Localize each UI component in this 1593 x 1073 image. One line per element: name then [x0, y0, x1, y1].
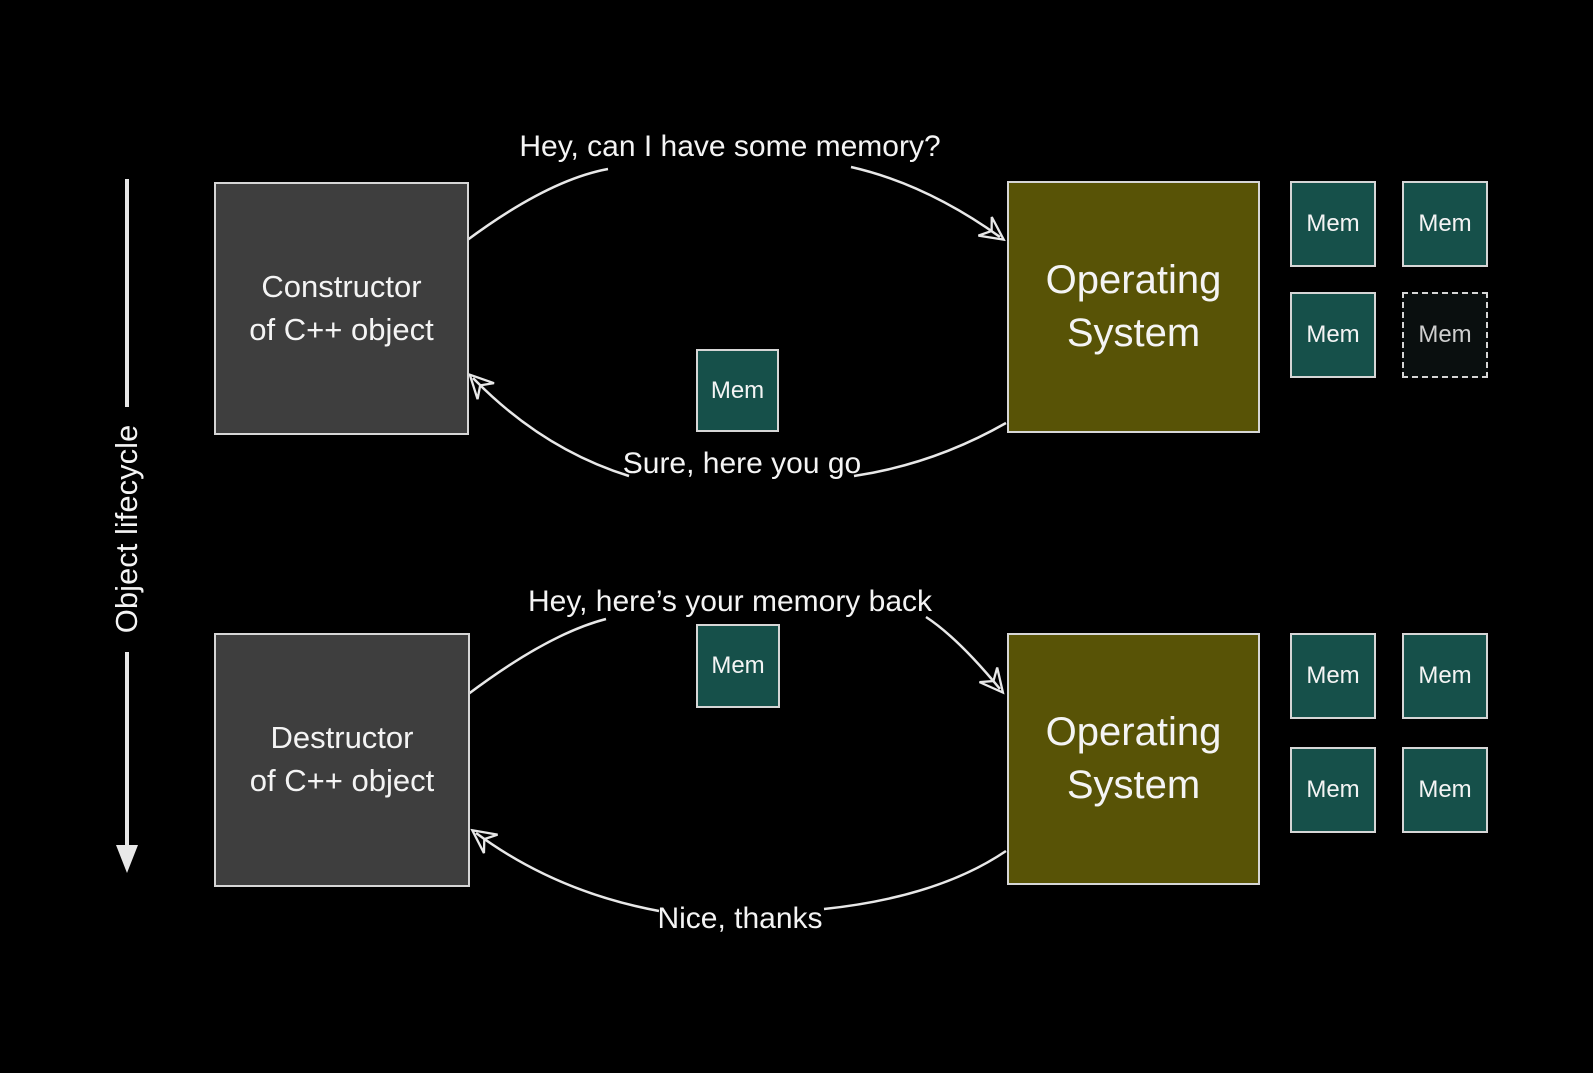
alloc-request-arc-left: [465, 167, 609, 243]
mem-grid-cell: Mem: [1290, 747, 1376, 833]
os-box-deallocation: Operating System: [1007, 633, 1260, 885]
alloc-request-arrow: [850, 165, 1000, 237]
mem-grid-cell: Mem: [1402, 633, 1488, 719]
alloc-request-label: Hey, can I have some memory?: [519, 130, 941, 163]
mem-chip-allocation: Mem: [696, 349, 779, 432]
destructor-box: Destructor of C++ object: [214, 633, 470, 887]
dealloc-response-arrow: [476, 833, 660, 913]
mem-grid-cell: Mem: [1290, 292, 1376, 378]
dealloc-response-label: Nice, thanks: [657, 902, 823, 935]
lifecycle-arrowhead-icon: [116, 845, 138, 873]
mem-grid-cell: Mem: [1402, 181, 1488, 267]
dealloc-request-label: Hey, here’s your memory back: [527, 585, 933, 618]
alloc-response-label: Sure, here you go: [622, 447, 862, 480]
mem-grid-cell: Mem: [1402, 747, 1488, 833]
mem-chip-deallocation: Mem: [696, 624, 780, 708]
alloc-response-arrow: [473, 378, 630, 478]
mem-grid-cell: Mem: [1290, 181, 1376, 267]
lifecycle-axis-label: Object lifecycle: [109, 424, 144, 634]
os-box-allocation: Operating System: [1007, 181, 1260, 433]
mem-grid-cell-freed: Mem: [1402, 292, 1488, 378]
dealloc-response-arc-right: [823, 849, 1007, 911]
constructor-box: Constructor of C++ object: [214, 182, 469, 435]
alloc-response-arc-right: [853, 421, 1007, 478]
dealloc-request-arc-left: [466, 617, 607, 696]
mem-grid-cell: Mem: [1290, 633, 1376, 719]
dealloc-request-arrow: [925, 615, 1000, 689]
